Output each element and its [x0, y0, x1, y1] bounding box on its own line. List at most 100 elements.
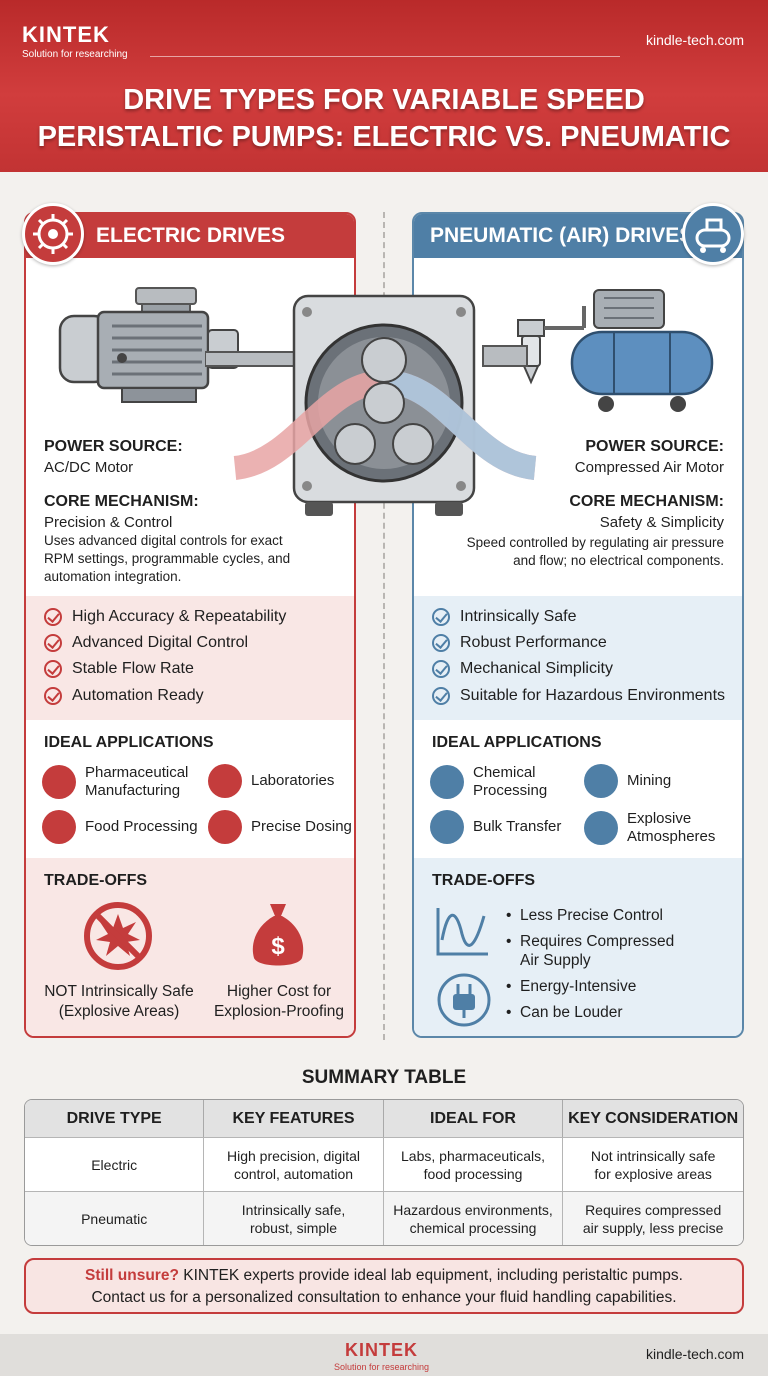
electric-power-value: AC/DC Motor: [44, 459, 134, 476]
check-circle-icon: [44, 608, 62, 626]
app-label: Bulk Transfer: [473, 818, 562, 835]
pills-icon: [42, 765, 76, 799]
site-link[interactable]: kindle-tech.com: [645, 32, 744, 48]
logo-tagline: Solution for researching: [22, 49, 128, 60]
pneumatic-tradeoff: Energy-Intensive: [506, 977, 637, 996]
electric-benefit-item: High Accuracy & Repeatability: [44, 608, 286, 626]
cta-emphasis: Still unsure?: [85, 1267, 179, 1284]
footer-site-link[interactable]: kindle-tech.com: [645, 1346, 744, 1362]
pneumatic-benefit-item: Suitable for Hazardous Environments: [432, 687, 725, 705]
check-circle-icon: [432, 608, 450, 626]
kintek-logo[interactable]: KINTEK Solution for researching: [22, 22, 128, 60]
pneumatic-tradeoff: Less Precise Control: [506, 906, 663, 925]
pneumatic-benefits: Intrinsically Safe Robust Performance Me…: [414, 596, 742, 720]
pneumatic-power-label: POWER SOURCE:: [585, 438, 724, 455]
electric-tradeoffs: TRADE-OFFS $ NOT Intrinsically Safe (Exp…: [26, 858, 354, 1036]
tradeoff-line: Requires Compressed: [520, 933, 675, 950]
table-row: Pneumatic Intrinsically safe,robust, sim…: [25, 1191, 743, 1245]
logo-wordmark: KINTEK: [345, 1340, 419, 1360]
tradeoff-line: Energy-Intensive: [520, 978, 637, 995]
app-label: Explosive: [627, 810, 692, 827]
summary-title: SUMMARY TABLE: [301, 1067, 467, 1088]
app-label: Chemical: [473, 764, 536, 781]
app-label: Food Processing: [85, 818, 198, 835]
currency-glyph: $: [271, 933, 285, 960]
benefit-label: Advanced Digital Control: [72, 634, 249, 651]
radiation-icon: [584, 811, 618, 845]
app-label: Pharmaceutical: [85, 764, 189, 781]
column-header: DRIVE TYPE: [25, 1100, 205, 1137]
flask-icon: [430, 765, 464, 799]
electric-tradeoff: Higher Cost for Explosion-Proofing: [206, 982, 352, 1022]
benefit-label: High Accuracy & Repeatability: [72, 608, 287, 625]
electric-app-item: Precise Dosing: [208, 810, 352, 844]
cell-line: for explosive areas: [594, 1165, 712, 1182]
footer-logo[interactable]: KINTEK Solution for researching: [334, 1340, 429, 1372]
benefit-label: Automation Ready: [72, 687, 204, 704]
electric-core-label: CORE MECHANISM:: [44, 493, 199, 510]
pneumatic-app-item: Bulk Transfer: [430, 810, 561, 844]
tradeoff-line: Explosion-Proofing: [213, 1003, 345, 1020]
cell-line: food processing: [423, 1165, 523, 1182]
electric-desc-line: RPM settings, programmable cycles, and: [44, 551, 291, 566]
electric-benefit-item: Stable Flow Rate: [44, 660, 194, 678]
app-label: Mining: [627, 772, 672, 789]
benefit-label: Robust Performance: [460, 634, 607, 651]
electric-core-value: Precision & Control: [44, 514, 173, 531]
header-rule: [150, 56, 620, 57]
pneumatic-description: Speed controlled by regulating air press…: [424, 534, 724, 570]
check-circle-icon: [432, 687, 450, 705]
summary-table: DRIVE TYPE KEY FEATURES IDEAL FOR KEY CO…: [24, 1099, 744, 1246]
peristaltic-pump-illustration: [205, 294, 537, 516]
plug-icon: [437, 973, 491, 1027]
gear-wrench-icon: [22, 203, 84, 265]
electric-description: Uses advanced digital controls for exact…: [44, 532, 334, 586]
table-cell: Labs, pharmaceuticals,food processing: [383, 1137, 564, 1191]
cell-line: Intrinsically safe,: [241, 1201, 346, 1218]
pneumatic-trade-label: TRADE-OFFS: [432, 872, 536, 889]
panel-divider: [383, 212, 385, 1040]
check-circle-icon: [44, 634, 62, 652]
pneumatic-benefit-item: Mechanical Simplicity: [432, 660, 613, 678]
pneumatic-desc-line: and flow; no electrical components.: [513, 553, 724, 568]
compressor-badge-icon: [682, 203, 744, 265]
pneumatic-benefit-item: Robust Performance: [432, 634, 607, 652]
cta-box[interactable]: Still unsure? KINTEK experts provide ide…: [24, 1258, 744, 1314]
table-cell: Hazardous environments,chemical processi…: [383, 1191, 564, 1245]
header-banner: KINTEK Solution for researching kindle-t…: [0, 0, 768, 172]
electric-benefit-item: Advanced Digital Control: [44, 634, 248, 652]
pneumatic-tradeoff: Can be Louder: [506, 1003, 623, 1022]
electric-benefits: High Accuracy & Repeatability Advanced D…: [26, 596, 354, 720]
table-header-row: DRIVE TYPE KEY FEATURES IDEAL FOR KEY CO…: [25, 1100, 743, 1137]
table-cell: Pneumatic: [25, 1191, 205, 1245]
table-cell: Electric: [25, 1137, 205, 1191]
pneumatic-core-value: Safety & Simplicity: [599, 514, 724, 531]
pneumatic-benefit-item: Intrinsically Safe: [432, 608, 577, 626]
cell-line: High precision, digital: [226, 1147, 361, 1164]
pneumatic-power-value: Compressed Air Motor: [574, 459, 724, 476]
cell-line: robust, simple: [249, 1219, 338, 1236]
electric-trade-label: TRADE-OFFS: [44, 872, 148, 889]
tradeoff-line: NOT Intrinsically Safe: [44, 983, 194, 1000]
cta-line-2: Contact us for a personalized consultati…: [91, 1289, 677, 1306]
title-line-1: DRIVE TYPES FOR VARIABLE SPEED: [123, 84, 645, 116]
no-explosion-icon: [84, 902, 152, 970]
benefit-label: Suitable for Hazardous Environments: [460, 687, 726, 704]
wave-chart-icon: [436, 908, 488, 956]
table-cell: Intrinsically safe,robust, simple: [204, 1191, 384, 1245]
pneumatic-desc-line: Speed controlled by regulating air press…: [466, 535, 724, 550]
cta-line-1: Still unsure? KINTEK experts provide ide…: [26, 1265, 742, 1287]
flask-icon: [208, 764, 242, 798]
cell-line: control, automation: [233, 1165, 354, 1182]
logo-tagline: Solution for researching: [334, 1362, 430, 1372]
column-header: KEY CONSIDERATION: [563, 1100, 743, 1137]
cell-line: Requires compressed: [585, 1201, 722, 1218]
tradeoff-line: Can be Louder: [520, 1004, 623, 1021]
pickaxe-icon: [584, 764, 618, 798]
